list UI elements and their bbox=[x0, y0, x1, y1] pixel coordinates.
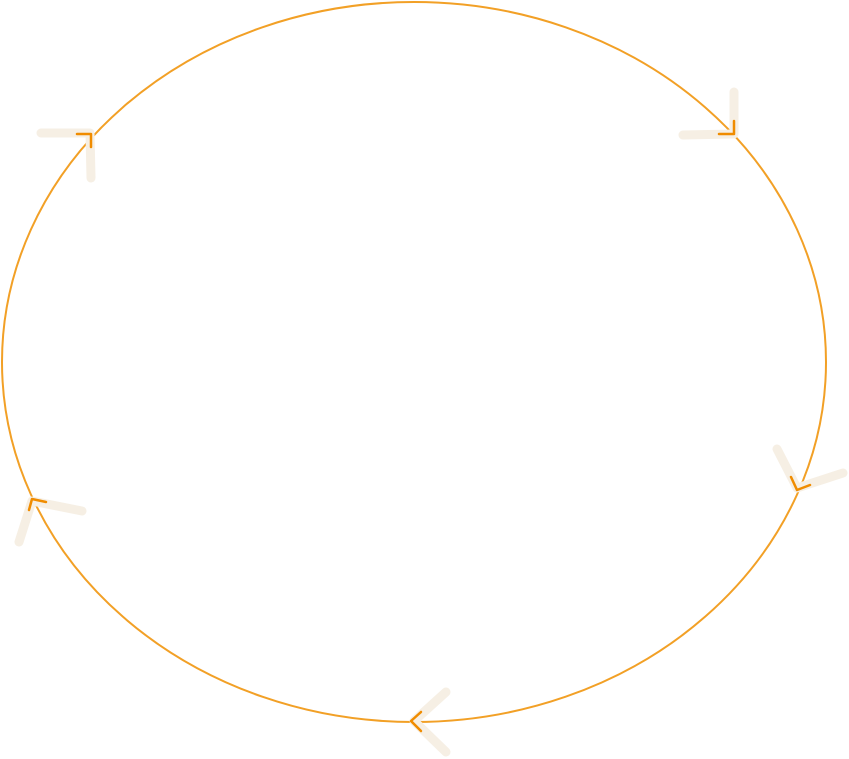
arrow-5-bottom-left bbox=[14, 496, 87, 547]
arrowhead-icon bbox=[717, 119, 736, 136]
arrowhead-icon-halo bbox=[409, 687, 451, 757]
arrow-1-top-left bbox=[36, 128, 96, 183]
arrowhead-icon-halo bbox=[14, 496, 87, 547]
arrow-3-right bbox=[772, 444, 848, 493]
arrowhead-icon bbox=[75, 132, 93, 149]
arrowhead-icon bbox=[789, 475, 812, 492]
arrowhead-icon bbox=[409, 710, 423, 733]
arrow-2-top-right bbox=[678, 87, 739, 140]
arrowhead-icon bbox=[27, 497, 48, 512]
arrowhead-icon-halo bbox=[772, 444, 848, 493]
cycle-ring bbox=[1, 1, 827, 723]
arrow-4-bottom bbox=[409, 687, 451, 757]
arrowhead-icon-halo bbox=[36, 128, 96, 183]
